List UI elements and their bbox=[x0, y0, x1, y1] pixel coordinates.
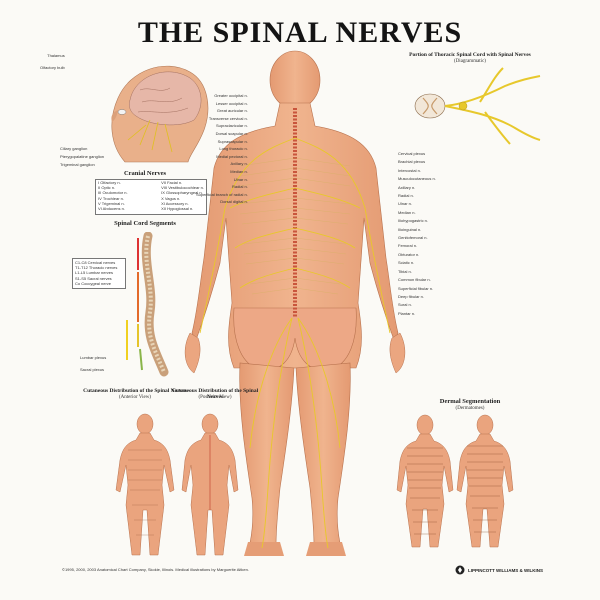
nerve-label: Ilioinguinal n. bbox=[398, 226, 422, 232]
nerve-label: Dorsal digital n. bbox=[220, 199, 248, 205]
cranial-nerves-col-right: VII Facial n. VIII Vestibulocochlear n. … bbox=[159, 180, 206, 214]
nerve-label: Common fibular n. bbox=[398, 277, 431, 283]
head-label: Pterygopalatine ganglion bbox=[60, 154, 105, 159]
cranial-nerve-entry: IX Glossopharyngeal n. bbox=[161, 190, 203, 196]
lumbar-marker bbox=[126, 320, 128, 360]
thoracic-cord-illustration bbox=[414, 67, 541, 145]
nerve-label: Brachial plexus bbox=[398, 159, 426, 165]
nerve-label: Great auricular n. bbox=[216, 108, 248, 114]
cutaneous-posterior-heading: Cutaneous Distribution of the Spinal Ner… bbox=[171, 388, 259, 400]
sacral-plexus-label: Sacral plexus bbox=[80, 367, 105, 372]
nerve-label: Plantar n. bbox=[398, 310, 416, 316]
head-brain-illustration bbox=[111, 65, 209, 163]
head-label-list: Thalamus Olfactory bulb bbox=[40, 50, 65, 74]
nerve-label: Median n. bbox=[398, 209, 416, 215]
segment-entry: Co Coccygeal nerve bbox=[75, 280, 112, 286]
nerve-label: Superficial branch of radial n. bbox=[196, 191, 248, 197]
nerve-label: Femoral n. bbox=[398, 243, 418, 249]
back-right-labels: Cervical plexus Brachial plexus Intercos… bbox=[398, 150, 436, 318]
cutaneous-anterior-figure bbox=[115, 413, 175, 556]
nerve-label: Ulnar n. bbox=[398, 201, 413, 207]
cranial-nerve-entry: VIII Vestibulocochlear n. bbox=[161, 185, 204, 191]
cranial-nerve-entry: VII Facial n. bbox=[161, 180, 183, 185]
segment-entry: C1-C8 Cervical nerves bbox=[75, 260, 116, 265]
nerve-label: Lesser occipital n. bbox=[215, 100, 248, 106]
nerve-label: Long thoracic n. bbox=[219, 146, 248, 152]
back-left-labels: Greater occipital n. Lesser occipital n.… bbox=[196, 92, 248, 206]
nerve-label: Sural n. bbox=[398, 302, 412, 308]
nerve-label: Tibial n. bbox=[398, 268, 412, 274]
nerve-label: Cervical plexus bbox=[398, 151, 426, 156]
dermatome-front-figure bbox=[396, 414, 454, 548]
head-label: Trigeminal ganglion bbox=[60, 162, 95, 167]
cutaneous-posterior-subheading: (Posterior View) bbox=[198, 395, 232, 400]
head-label: Ciliary ganglion bbox=[60, 146, 88, 151]
dermal-subheading: (Dermatomes) bbox=[455, 406, 485, 411]
nerve-label: Superficial fibular n. bbox=[398, 285, 434, 291]
nerve-label: Supraclavicular n. bbox=[216, 123, 248, 129]
cranial-nerve-entry: VI Abducens n. bbox=[98, 206, 125, 212]
cranial-nerve-entry: V Trigeminal n. bbox=[98, 200, 125, 206]
nerve-label: Musculocutaneous n. bbox=[398, 176, 436, 182]
nerve-label: Obturator n. bbox=[398, 251, 420, 257]
nerve-label: Genitofemoral n. bbox=[398, 235, 428, 241]
nerve-label: Radial n. bbox=[398, 193, 414, 199]
thoracic-inset-subheading: (Diagrammatic) bbox=[454, 59, 486, 64]
cranial-nerve-entry: XII Hypoglossal n. bbox=[161, 206, 194, 212]
cranial-nerve-entry: II Optic n. bbox=[98, 185, 116, 191]
cranial-nerves-legend: I Olfactory n. II Optic n. III Oculomoto… bbox=[95, 179, 207, 215]
dermal-heading: Dermal Segmentation bbox=[439, 398, 501, 405]
nerve-label: Suprascapular n. bbox=[217, 138, 248, 144]
nerve-label: Dorsal scapular n. bbox=[215, 130, 248, 136]
head-label: Thalamus bbox=[47, 53, 65, 58]
cutaneous-anterior-subheading: (Anterior View) bbox=[119, 395, 151, 400]
cranial-nerves-heading: Cranial Nerves bbox=[123, 170, 167, 177]
cranial-nerve-entry: III Oculomotor n. bbox=[98, 190, 128, 196]
segment-entry: T1-T12 Thoracic nerves bbox=[75, 265, 118, 271]
nerve-label: Transverse cervical n. bbox=[208, 115, 248, 121]
head-label: Olfactory bulb bbox=[40, 65, 65, 70]
cutaneous-anterior-heading: Cutaneous Distribution of the Spinal Ner… bbox=[83, 388, 187, 394]
cranial-nerve-entry: I Olfactory n. bbox=[98, 180, 121, 185]
cutaneous-posterior-figure bbox=[181, 413, 239, 556]
head-label-list-bottom: Ciliary ganglion Pterygopalatine ganglio… bbox=[60, 145, 104, 169]
poster-title: THE SPINAL NERVES bbox=[137, 16, 463, 49]
nerve-label: Radial n. bbox=[232, 184, 248, 190]
cranial-nerve-entry: XI Accessory n. bbox=[161, 200, 189, 206]
publisher-name: LIPPINCOTT WILLIAMS & WILKINS bbox=[468, 567, 543, 573]
nerve-label: Greater occipital n. bbox=[214, 93, 248, 98]
nerve-label: Sciatic n. bbox=[398, 260, 415, 266]
segment-entry: L1-L5 Lumbar nerves bbox=[75, 270, 114, 276]
nerve-label: Axillary n. bbox=[230, 161, 248, 167]
nerve-label: Iliohypogastric n. bbox=[398, 218, 429, 224]
nerve-label: Ulnar n. bbox=[233, 176, 248, 182]
spinal-segments-heading: Spinal Cord Segments bbox=[114, 220, 176, 227]
cranial-nerves-col-left: I Olfactory n. II Optic n. III Oculomoto… bbox=[96, 180, 130, 214]
nerve-label: Axillary n. bbox=[398, 184, 416, 190]
copyright-footer: ©1995, 2000, 2003 Anatomical Chart Compa… bbox=[62, 567, 249, 572]
nerve-label: Medial pectoral n. bbox=[216, 153, 248, 159]
plexus-labels: Lumbar plexus Sacral plexus bbox=[80, 352, 106, 376]
thoracic-inset-heading: Portion of Thoracic Spinal Cord with Spi… bbox=[409, 52, 531, 58]
nerve-label: Median n. bbox=[230, 168, 248, 174]
nerve-label: Intercostal n. bbox=[398, 167, 421, 173]
lumbar-plexus-label: Lumbar plexus bbox=[80, 355, 107, 360]
nerve-label: Deep fibular n. bbox=[398, 293, 425, 299]
publisher-mark-icon bbox=[455, 565, 465, 575]
segment-entry: S1-S5 Sacral nerves bbox=[75, 275, 112, 281]
publisher-logo: LIPPINCOTT WILLIAMS & WILKINS bbox=[455, 565, 543, 575]
cranial-nerve-entry: X Vagus n. bbox=[161, 195, 181, 201]
cranial-nerve-entry: IV Trochlear n. bbox=[98, 195, 125, 201]
dermatome-back-figure bbox=[456, 414, 514, 548]
spinal-column-illustration bbox=[137, 232, 169, 377]
posterior-body-illustration bbox=[184, 50, 406, 556]
spinal-segments-legend: C1-C8 Cervical nerves T1-T12 Thoracic ne… bbox=[72, 258, 126, 289]
